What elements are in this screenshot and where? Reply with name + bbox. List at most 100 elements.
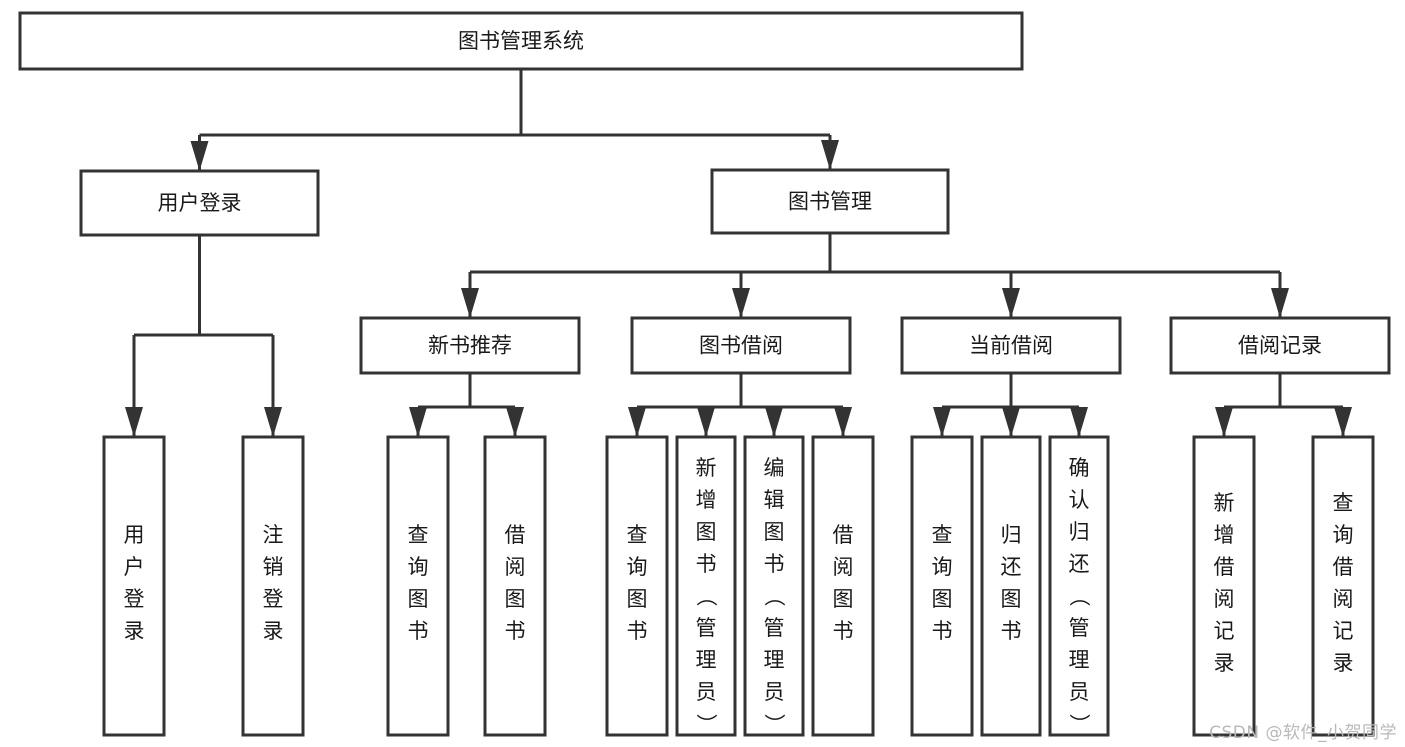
node-box[interactable] bbox=[980, 435, 1042, 737]
node-box[interactable] bbox=[1192, 435, 1256, 737]
node-box[interactable] bbox=[675, 435, 737, 737]
node-label-char: 管 bbox=[1069, 616, 1090, 640]
node-label-char: 书 bbox=[627, 619, 648, 643]
node-l2-0[interactable]: 用户登录 bbox=[79, 169, 320, 237]
node-label: 当前借阅 bbox=[969, 334, 1053, 358]
node-box[interactable] bbox=[359, 316, 581, 375]
node-label-char: 新 bbox=[696, 456, 717, 480]
node-label: 图书管理系统 bbox=[458, 29, 584, 53]
node-box[interactable] bbox=[483, 435, 547, 737]
node-box[interactable] bbox=[710, 168, 950, 235]
arrow-head-icon bbox=[1334, 407, 1352, 437]
node-l2-1[interactable]: 图书管理 bbox=[710, 168, 950, 235]
arrow-head-icon bbox=[1002, 407, 1020, 437]
arrow-head-icon bbox=[1271, 288, 1289, 318]
node-box[interactable] bbox=[630, 316, 852, 375]
node-l3-1[interactable]: 图书借阅 bbox=[630, 316, 852, 375]
node-label-char: 图 bbox=[833, 587, 854, 611]
node-box[interactable] bbox=[1311, 435, 1375, 737]
node-label-char: 销 bbox=[263, 555, 284, 579]
node-l3-2[interactable]: 当前借阅 bbox=[900, 316, 1122, 375]
node-box[interactable] bbox=[900, 316, 1122, 375]
node-label-char: ） bbox=[694, 714, 718, 735]
arrow-head-icon bbox=[933, 407, 951, 437]
node-label: 图书借阅 bbox=[699, 334, 783, 358]
node-box[interactable] bbox=[79, 169, 320, 237]
node-label-char: ） bbox=[1067, 714, 1091, 735]
node-label-char: 理 bbox=[764, 648, 785, 672]
node-label-char: 书 bbox=[505, 619, 526, 643]
arrow-head-icon bbox=[821, 140, 839, 170]
node-label-char: 阅 bbox=[1214, 587, 1235, 611]
node-label-char: 编 bbox=[764, 456, 785, 480]
node-label-char: 录 bbox=[263, 619, 284, 643]
node-label-char: 阅 bbox=[1333, 587, 1354, 611]
node-label-char: 注 bbox=[263, 523, 284, 547]
node-label-char: 查 bbox=[408, 523, 429, 547]
node-label-char: 员 bbox=[1069, 680, 1090, 704]
node-label-char: 员 bbox=[764, 680, 785, 704]
node-box[interactable] bbox=[910, 435, 974, 737]
node-label-char: 书 bbox=[1001, 619, 1022, 643]
node-label-char: 登 bbox=[124, 587, 145, 611]
node-label-char: 增 bbox=[696, 488, 717, 512]
node-leaf-0[interactable]: 用户登录 bbox=[102, 435, 166, 737]
arrow-head-icon bbox=[264, 407, 282, 437]
node-box[interactable] bbox=[102, 435, 166, 737]
node-label-char: 查 bbox=[932, 523, 953, 547]
node-label: 新书推荐 bbox=[428, 334, 512, 358]
arrow-head-icon bbox=[765, 407, 783, 437]
node-label-char: 书 bbox=[408, 619, 429, 643]
connectors-layer bbox=[125, 69, 1352, 437]
node-label-char: 图 bbox=[1001, 587, 1022, 611]
node-box[interactable] bbox=[605, 435, 669, 737]
arrow-head-icon bbox=[1002, 288, 1020, 318]
node-box[interactable] bbox=[1169, 316, 1391, 375]
node-box[interactable] bbox=[386, 435, 450, 737]
arrow-head-icon bbox=[1070, 407, 1088, 437]
node-label-char: 理 bbox=[1069, 648, 1090, 672]
node-l3-3[interactable]: 借阅记录 bbox=[1169, 316, 1391, 375]
node-label-char: 理 bbox=[696, 648, 717, 672]
node-box[interactable] bbox=[743, 435, 805, 737]
node-box[interactable] bbox=[811, 435, 875, 737]
node-label-char: 询 bbox=[408, 555, 429, 579]
node-label-char: 借 bbox=[1214, 555, 1235, 579]
node-label-char: 记 bbox=[1333, 619, 1354, 643]
node-label-char: 增 bbox=[1214, 523, 1235, 547]
node-label-char: ） bbox=[762, 714, 786, 735]
node-label-char: 询 bbox=[932, 555, 953, 579]
node-label-char: 书 bbox=[764, 552, 785, 576]
node-root-0[interactable]: 图书管理系统 bbox=[18, 11, 1024, 71]
node-label-char: 员 bbox=[696, 680, 717, 704]
node-box[interactable] bbox=[1048, 435, 1110, 737]
arrow-head-icon bbox=[697, 407, 715, 437]
node-label-char: 归 bbox=[1001, 523, 1022, 547]
node-label-char: 图 bbox=[505, 587, 526, 611]
node-label-char: 图 bbox=[408, 587, 429, 611]
node-label-char: 辑 bbox=[764, 488, 785, 512]
node-label: 借阅记录 bbox=[1238, 334, 1322, 358]
node-label-char: 登 bbox=[263, 587, 284, 611]
node-l3-0[interactable]: 新书推荐 bbox=[359, 316, 581, 375]
node-box[interactable] bbox=[241, 435, 305, 737]
node-box[interactable] bbox=[18, 11, 1024, 71]
node-label-char: 管 bbox=[764, 616, 785, 640]
node-label-char: 记 bbox=[1214, 619, 1235, 643]
csdn-watermark: CSDN @软件_小贺同学 bbox=[1209, 723, 1397, 743]
node-label-char: 用 bbox=[124, 523, 145, 547]
arrow-head-icon bbox=[190, 141, 209, 171]
